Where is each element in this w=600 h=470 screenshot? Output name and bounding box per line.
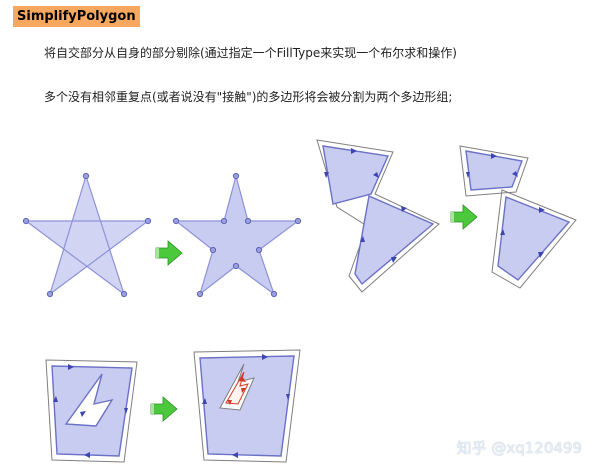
touching-polygon-top bbox=[322, 145, 390, 205]
green-right-arrow-icon bbox=[155, 240, 183, 266]
description-line-1: 将自交部分从自身的部分剔除(通过指定一个FillType来实现一个布尔求和操作) bbox=[44, 46, 457, 60]
touching-polygons-before-figure bbox=[316, 139, 440, 293]
direction-arrow-icon bbox=[80, 411, 86, 417]
vertex-dot-icon bbox=[196, 290, 204, 298]
vertex-dot-icon bbox=[172, 217, 180, 225]
vertex-dot-icon bbox=[220, 217, 228, 225]
hole-direction-arrow-icon bbox=[241, 388, 246, 393]
polygon-with-hole bbox=[51, 365, 133, 457]
direction-arrow-icon bbox=[232, 452, 238, 458]
green-right-arrow-icon bbox=[450, 204, 478, 230]
hole-direction-arrows bbox=[227, 376, 246, 405]
direction-arrow-icon bbox=[401, 206, 407, 212]
direction-arrow-icon bbox=[512, 171, 518, 177]
vertex-dot-icon bbox=[244, 217, 252, 225]
split-polygon-bottom bbox=[497, 196, 571, 281]
top-group-outline bbox=[459, 145, 529, 197]
star-outline-vertices bbox=[172, 172, 302, 298]
split-polygon-top bbox=[465, 150, 523, 191]
description-line-2: 多个没有相邻重复点(或者说没有"接触")的多边形将会被分割为两个多边形组; bbox=[44, 90, 453, 104]
green-right-arrow-icon bbox=[150, 396, 178, 422]
direction-arrow-icon bbox=[286, 394, 290, 400]
vertex-dot-icon bbox=[255, 246, 263, 254]
watermark: 知乎 @xq120499 bbox=[456, 439, 582, 457]
vertex-dot-icon bbox=[270, 290, 278, 298]
star-vertices bbox=[22, 172, 152, 298]
vertex-dot-icon bbox=[22, 217, 30, 225]
direction-arrow-icon bbox=[391, 257, 397, 263]
outer-offset-outline bbox=[193, 349, 301, 463]
direction-arrow-icon bbox=[324, 172, 329, 178]
direction-arrow-icon bbox=[538, 252, 544, 258]
direction-arrow-icon bbox=[68, 364, 74, 370]
hole-direction-arrow-icon bbox=[227, 400, 232, 405]
vertex-dot-icon bbox=[120, 290, 128, 298]
direction-arrow-icon bbox=[360, 236, 365, 242]
outer-polygon bbox=[199, 355, 295, 457]
vertex-dot-icon bbox=[294, 217, 302, 225]
direction-arrow-icon bbox=[466, 172, 470, 178]
touching-polygon-bottom bbox=[354, 195, 435, 286]
vertex-dot-icon bbox=[82, 172, 90, 180]
star-polygon bbox=[24, 173, 150, 296]
star-outline-polygon bbox=[174, 173, 300, 296]
vertex-dot-icon bbox=[46, 290, 54, 298]
direction-arrow-icon bbox=[84, 452, 90, 458]
hole-polygon-after-figure bbox=[193, 349, 301, 463]
hole-polygon bbox=[225, 371, 249, 405]
direction-arrow-icon bbox=[262, 354, 268, 360]
star-before-figure bbox=[22, 172, 152, 298]
direction-arrow-icon bbox=[202, 398, 207, 404]
direction-arrows bbox=[202, 354, 290, 458]
hole-direction-arrow-icon bbox=[239, 376, 246, 382]
vertex-dot-icon bbox=[232, 262, 240, 270]
direction-arrows bbox=[466, 153, 545, 258]
vertex-dot-icon bbox=[232, 172, 240, 180]
outer-offset-outline bbox=[316, 139, 440, 293]
direction-arrow-icon bbox=[124, 408, 128, 414]
vertex-dot-icon bbox=[209, 246, 217, 254]
direction-arrows bbox=[53, 364, 128, 458]
direction-arrow-icon bbox=[53, 396, 58, 402]
bottom-group-outline bbox=[491, 189, 577, 289]
page-title: SimplifyPolygon bbox=[13, 6, 140, 27]
direction-arrow-icon bbox=[373, 172, 379, 178]
outer-offset-outline bbox=[45, 359, 138, 463]
vertex-dot-icon bbox=[144, 217, 152, 225]
direction-arrow-icon bbox=[491, 153, 497, 159]
direction-arrow-icon bbox=[500, 229, 505, 235]
touching-polygons-after-figure bbox=[459, 145, 577, 289]
direction-arrow-icon bbox=[351, 148, 357, 154]
star-after-figure bbox=[172, 172, 302, 298]
direction-arrows bbox=[324, 148, 407, 263]
direction-arrow-icon bbox=[539, 207, 545, 213]
hole-polygon-before-figure bbox=[45, 359, 138, 463]
